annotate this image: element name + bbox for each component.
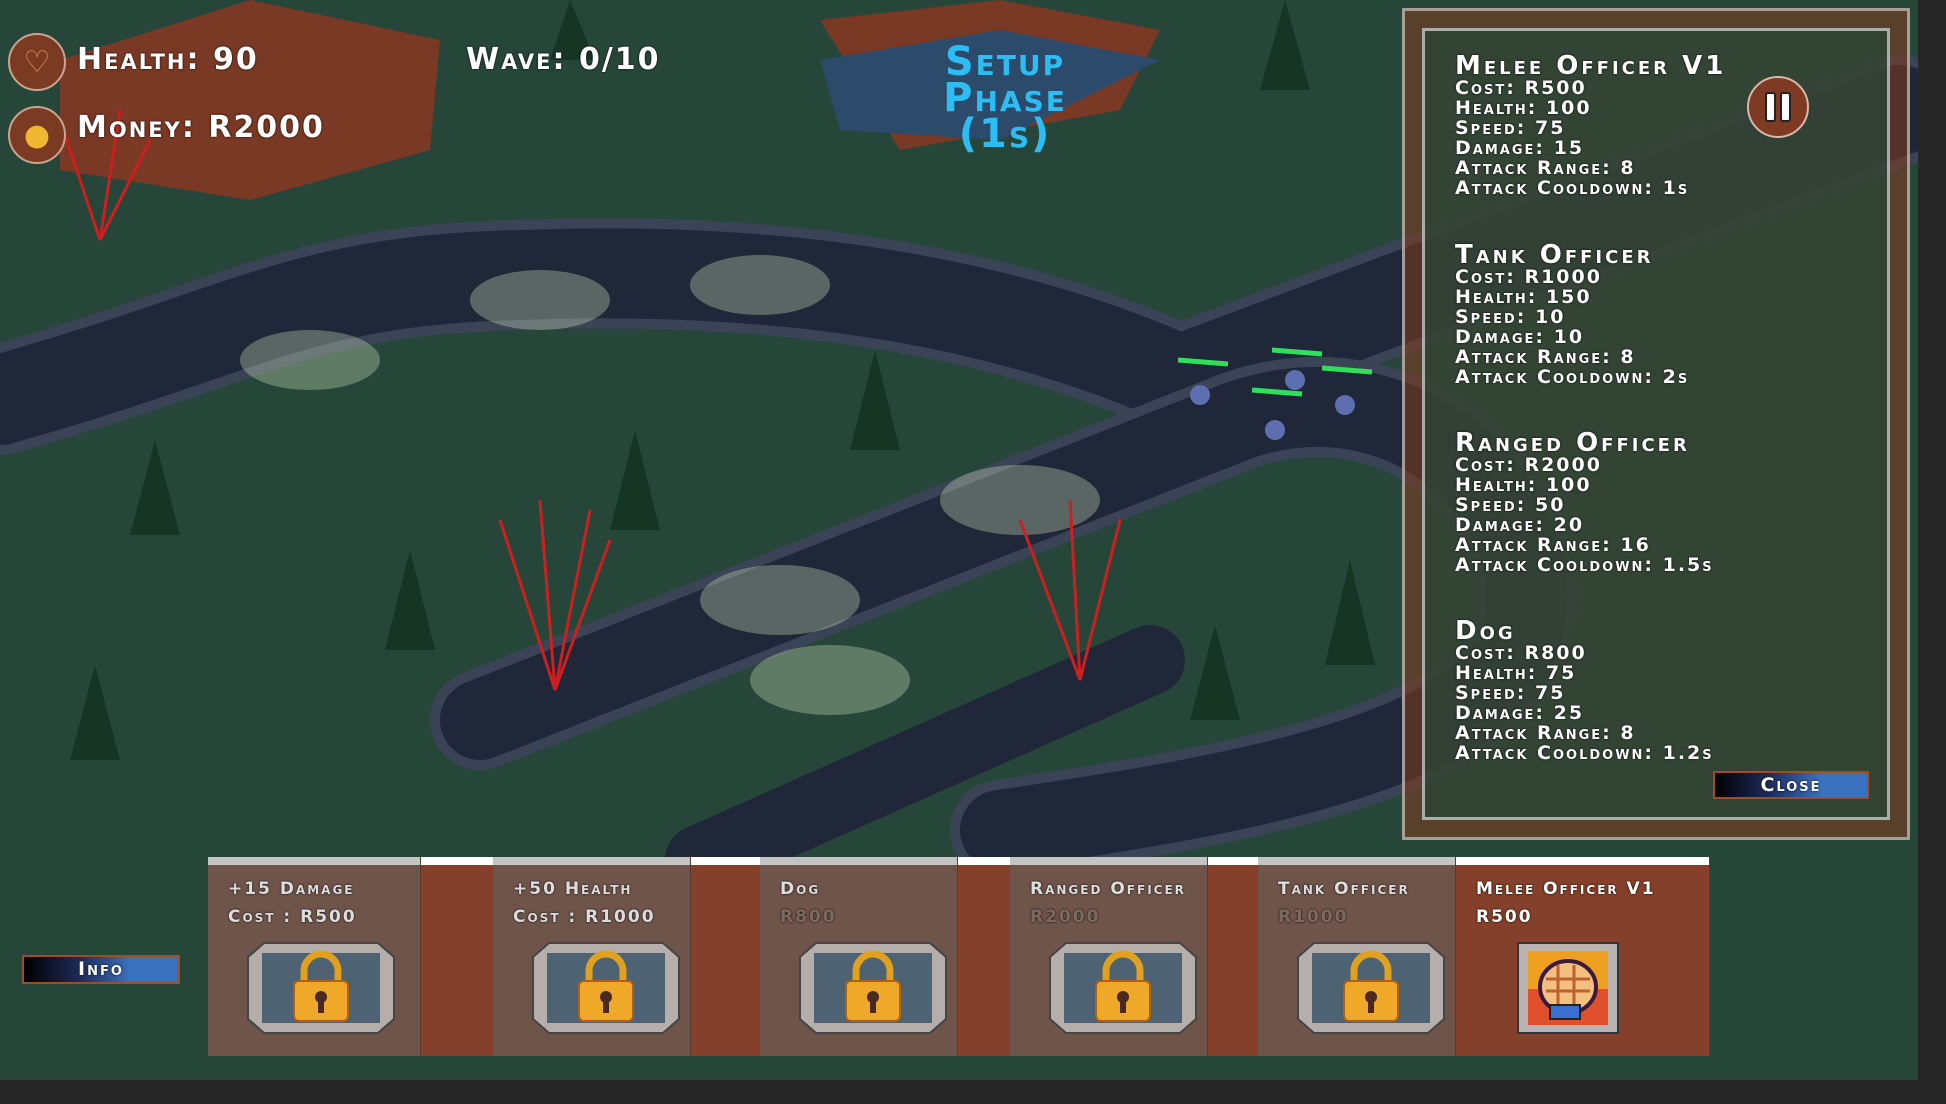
shop-bar: +15 Damage Cost : R500 +50 Health Cost :… bbox=[208, 857, 1710, 1056]
phase-indicator: Setup Phase (1s) bbox=[900, 39, 1110, 157]
heart-icon: ♡ bbox=[8, 33, 66, 91]
pause-icon bbox=[1780, 92, 1791, 122]
card-header bbox=[1456, 857, 1709, 865]
unit-stat: Health: 100 bbox=[1455, 474, 1592, 496]
unit-name: Ranged Officer bbox=[1455, 428, 1690, 458]
card-header bbox=[208, 857, 420, 865]
shop-card-damage-upgrade[interactable]: +15 Damage Cost : R500 bbox=[208, 857, 421, 1056]
lock-icon bbox=[1049, 942, 1197, 1034]
unit-stat: Health: 150 bbox=[1455, 286, 1592, 308]
unit-stat: Attack Cooldown: 1s bbox=[1455, 177, 1690, 199]
unit-info-dog: Dog Cost: R800 Health: 75 Speed: 75 Dama… bbox=[1455, 616, 1714, 764]
unit-info-panel: Melee Officer V1 Cost: R500 Health: 100 … bbox=[1402, 8, 1910, 840]
unit-stat: Health: 75 bbox=[1455, 662, 1577, 684]
pause-button[interactable] bbox=[1747, 76, 1809, 138]
card-title: Ranged Officer bbox=[1030, 879, 1186, 899]
unit-stat: Speed: 75 bbox=[1455, 682, 1566, 704]
close-button[interactable]: Close bbox=[1713, 771, 1869, 799]
phase-title-line1: Setup bbox=[944, 39, 1066, 85]
card-title: Dog bbox=[780, 879, 821, 899]
lock-icon bbox=[532, 942, 680, 1034]
card-cost: R1000 bbox=[1278, 907, 1349, 927]
unit-info-ranged: Ranged Officer Cost: R2000 Health: 100 S… bbox=[1455, 428, 1714, 576]
wave-label: Wave: 0/10 bbox=[466, 42, 661, 77]
shop-card-tank-officer[interactable]: Tank Officer R1000 bbox=[1258, 857, 1456, 1056]
info-button[interactable]: Info bbox=[22, 955, 180, 984]
unit-stat: Attack Range: 8 bbox=[1455, 346, 1636, 368]
shop-card-dog[interactable]: Dog R800 bbox=[760, 857, 958, 1056]
fist-icon bbox=[1517, 942, 1619, 1034]
card-cost: R500 bbox=[1476, 907, 1533, 927]
unit-stat: Health: 100 bbox=[1455, 97, 1592, 119]
unit-stat: Cost: R800 bbox=[1455, 642, 1587, 664]
unit-info-melee: Melee Officer V1 Cost: R500 Health: 100 … bbox=[1455, 51, 1727, 199]
lock-icon bbox=[1297, 942, 1445, 1034]
unit-stat: Speed: 75 bbox=[1455, 117, 1566, 139]
card-title: +15 Damage bbox=[228, 879, 355, 899]
unit-info-tank: Tank Officer Cost: R1000 Health: 150 Spe… bbox=[1455, 240, 1690, 388]
unit-stat: Attack Range: 16 bbox=[1455, 534, 1651, 556]
shop-card-ranged-officer[interactable]: Ranged Officer R2000 bbox=[1010, 857, 1208, 1056]
unit-stat: Damage: 10 bbox=[1455, 326, 1585, 348]
unit-stat: Damage: 25 bbox=[1455, 702, 1585, 724]
card-title: Melee Officer V1 bbox=[1476, 879, 1656, 899]
card-header bbox=[760, 857, 957, 865]
shop-card-melee-officer[interactable]: Melee Officer V1 R500 bbox=[1456, 857, 1710, 1056]
shop-divider bbox=[208, 857, 1710, 865]
unit-stat: Speed: 50 bbox=[1455, 494, 1566, 516]
unit-stat: Damage: 20 bbox=[1455, 514, 1585, 536]
card-cost: R800 bbox=[780, 907, 837, 927]
unit-stat: Damage: 15 bbox=[1455, 137, 1585, 159]
health-label: Health: 90 bbox=[77, 42, 259, 77]
unit-stat: Speed: 10 bbox=[1455, 306, 1566, 328]
unit-stat: Cost: R1000 bbox=[1455, 266, 1602, 288]
phase-timer: (1s) bbox=[958, 111, 1052, 157]
unit-stat: Cost: R2000 bbox=[1455, 454, 1602, 476]
card-header bbox=[493, 857, 690, 865]
card-title: +50 Health bbox=[513, 879, 633, 899]
card-header bbox=[1258, 857, 1455, 865]
pause-icon bbox=[1765, 92, 1776, 122]
lock-icon bbox=[247, 942, 395, 1034]
unit-stat: Attack Cooldown: 1.2s bbox=[1455, 742, 1714, 764]
card-header bbox=[1010, 857, 1207, 865]
unit-name: Melee Officer V1 bbox=[1455, 51, 1727, 81]
card-cost: Cost : R1000 bbox=[513, 907, 656, 927]
unit-name: Tank Officer bbox=[1455, 240, 1654, 270]
money-label: Money: R2000 bbox=[77, 110, 325, 145]
card-cost: Cost : R500 bbox=[228, 907, 357, 927]
unit-stat: Attack Range: 8 bbox=[1455, 722, 1636, 744]
card-title: Tank Officer bbox=[1278, 879, 1410, 899]
card-cost: R2000 bbox=[1030, 907, 1101, 927]
unit-stat: Cost: R500 bbox=[1455, 77, 1587, 99]
shop-card-health-upgrade[interactable]: +50 Health Cost : R1000 bbox=[493, 857, 691, 1056]
unit-stat: Attack Cooldown: 1.5s bbox=[1455, 554, 1714, 576]
phase-title-line2: Phase bbox=[943, 75, 1067, 121]
unit-stat: Attack Cooldown: 2s bbox=[1455, 366, 1690, 388]
unit-name: Dog bbox=[1455, 616, 1516, 646]
coins-icon: ● bbox=[8, 106, 66, 164]
lock-icon bbox=[799, 942, 947, 1034]
unit-stat: Attack Range: 8 bbox=[1455, 157, 1636, 179]
